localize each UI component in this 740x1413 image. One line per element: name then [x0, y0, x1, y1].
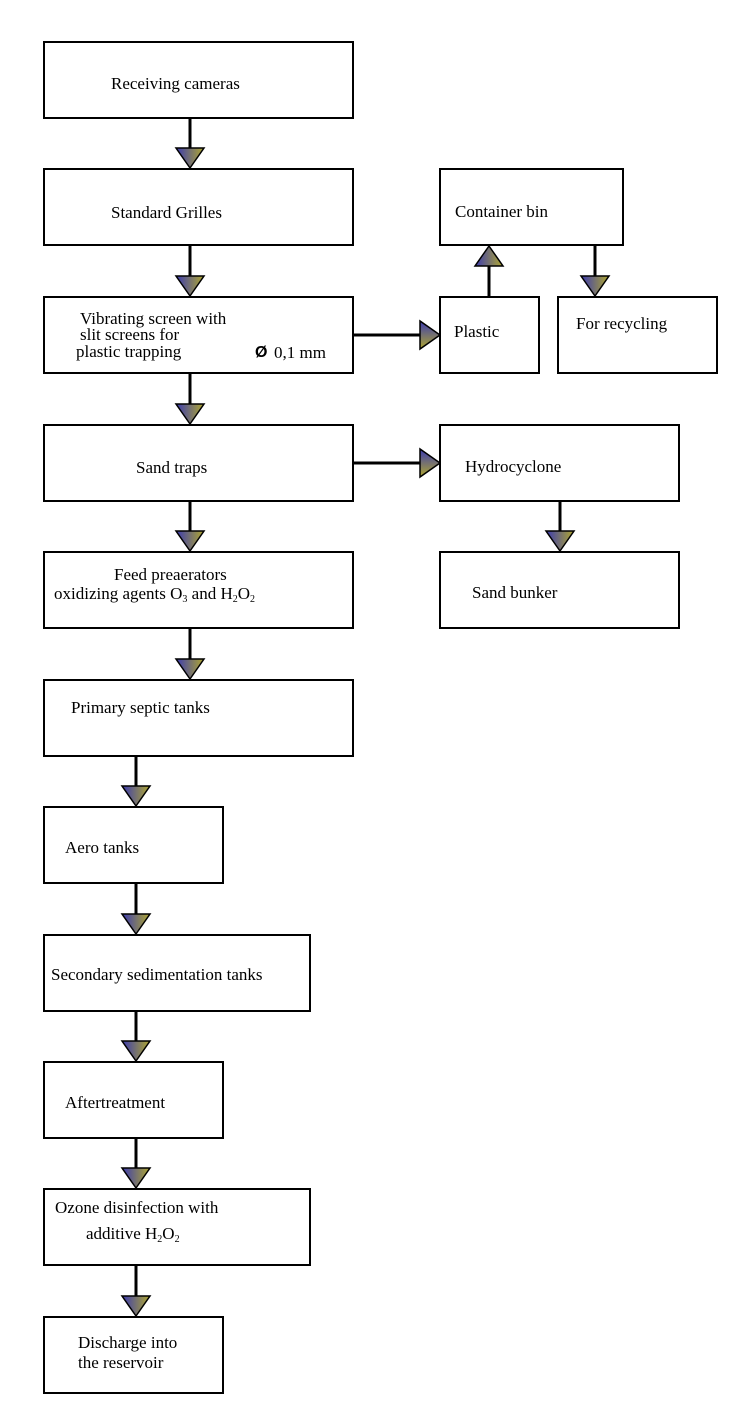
arrowhead [120, 1040, 152, 1063]
arrowhead [120, 913, 152, 936]
diameter-value: 0,1 mm [274, 343, 326, 362]
node-label: Secondary sedimentation tanks [51, 965, 263, 984]
node-label-line2: oxidizing agents O3 and H2O2 [54, 584, 255, 609]
text-additive-h: additive H [86, 1224, 158, 1243]
node-label-line1: Vibrating screen with [80, 309, 227, 328]
arrowhead [120, 1295, 152, 1318]
node-for-recycling: For recycling [557, 296, 718, 374]
node-label-line2: additive H2O2 [86, 1224, 180, 1249]
subscript: 2 [250, 594, 256, 605]
node-feed-preaerators: Feed preaerators oxidizing agents O3 and… [43, 551, 354, 629]
node-plastic: Plastic [439, 296, 540, 374]
node-sand-bunker: Sand bunker [439, 551, 680, 629]
text-oxidizing: oxidizing agents O [54, 584, 183, 603]
node-aftertreatment: Aftertreatment [43, 1061, 224, 1139]
subscript: 2 [232, 594, 238, 605]
arrowhead [579, 275, 611, 298]
node-aero-tanks: Aero tanks [43, 806, 224, 884]
node-hydrocyclone: Hydrocyclone [439, 424, 680, 502]
node-label: Primary septic tanks [71, 698, 210, 717]
arrowhead [473, 244, 505, 267]
node-label-line1: Discharge into [78, 1333, 178, 1352]
node-label: Standard Grilles [111, 203, 222, 222]
node-ozone-disinfection: Ozone disinfection with additive H2O2 [43, 1188, 311, 1266]
arrowhead [419, 319, 442, 351]
node-secondary-sedimentation: Secondary sedimentation tanks [43, 934, 311, 1012]
arrowhead [174, 658, 206, 681]
arrowhead [419, 447, 442, 479]
subscript: 3 [182, 594, 188, 605]
node-standard-grilles: Standard Grilles [43, 168, 354, 246]
diameter-symbol: Ø [255, 344, 268, 361]
node-label: Sand bunker [472, 583, 558, 602]
node-label: Aero tanks [65, 838, 140, 857]
text-o: O [237, 584, 251, 603]
arrowhead [120, 785, 152, 808]
node-label: Container bin [455, 202, 549, 221]
node-label-line1: Ozone disinfection with [55, 1198, 219, 1217]
node-container-bin: Container bin [439, 168, 624, 246]
arrowhead [174, 275, 206, 298]
node-label: Hydrocyclone [465, 457, 562, 476]
arrowhead [174, 403, 206, 426]
node-label: Plastic [454, 322, 500, 341]
node-vibrating-screen: Vibrating screen with slit screens for p… [43, 296, 354, 374]
node-label: For recycling [576, 314, 668, 333]
text-o: O [162, 1224, 175, 1243]
node-receiving-cameras: Receiving cameras [43, 41, 354, 119]
node-label-line2: slit screens for [80, 325, 180, 344]
node-label: Receiving cameras [111, 74, 240, 93]
arrowhead [174, 530, 206, 553]
arrowhead [174, 147, 206, 170]
subscript: 2 [174, 1234, 180, 1245]
node-primary-septic-tanks: Primary septic tanks [43, 679, 354, 757]
node-label: Aftertreatment [65, 1093, 166, 1112]
node-label: Sand traps [136, 458, 208, 477]
node-discharge: Discharge into the reservoir [43, 1316, 224, 1394]
node-label-line1: Feed preaerators [114, 565, 227, 584]
node-label-line3: plastic trapping [76, 342, 182, 361]
text-and-h: and H [187, 584, 233, 603]
subscript: 2 [157, 1234, 163, 1245]
arrowhead [544, 530, 576, 553]
node-label-line2: the reservoir [78, 1353, 164, 1372]
arrowhead [120, 1167, 152, 1190]
node-sand-traps: Sand traps [43, 424, 354, 502]
